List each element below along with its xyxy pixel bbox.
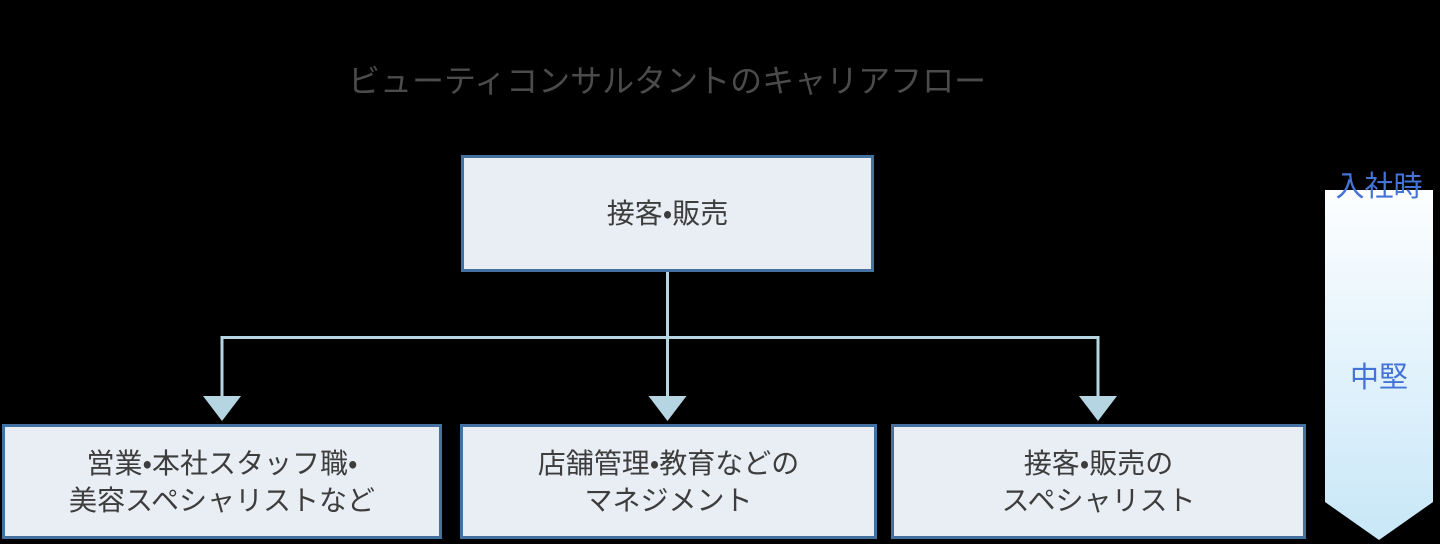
connector-lines — [220, 272, 1100, 398]
node-child-box-3: 接客・販売の スペシャリスト — [891, 424, 1306, 539]
down-arrowhead-icon — [648, 396, 687, 421]
node-label: 接客・販売 — [606, 198, 729, 229]
timeline-down-arrow-shape — [1325, 190, 1433, 540]
node-root-box: 接客・販売 — [461, 155, 874, 272]
diagram-title: ビューティコンサルタントのキャリアフロー — [348, 63, 987, 99]
node-label-line: 美容スペシャリストなど — [68, 484, 376, 516]
timeline-label-start: 入社時 — [1335, 171, 1423, 203]
node-label-line: マネジメント — [584, 484, 753, 516]
node-label-line: スペシャリスト — [1001, 484, 1196, 516]
node-label-line: 営業・本社スタッフ職・ — [86, 447, 358, 479]
timeline-label-mid: 中堅 — [1349, 362, 1408, 394]
node-label-line: 店舗管理・教育などの — [537, 447, 800, 479]
node-child-box-2: 店舗管理・教育などの マネジメント — [460, 424, 877, 539]
node-label-line: 接客・販売の — [1023, 447, 1174, 479]
down-arrowhead-icon — [1079, 396, 1117, 421]
down-arrowhead-icon — [203, 396, 241, 421]
node-child-box-1: 営業・本社スタッフ職・ 美容スペシャリストなど — [2, 424, 442, 539]
